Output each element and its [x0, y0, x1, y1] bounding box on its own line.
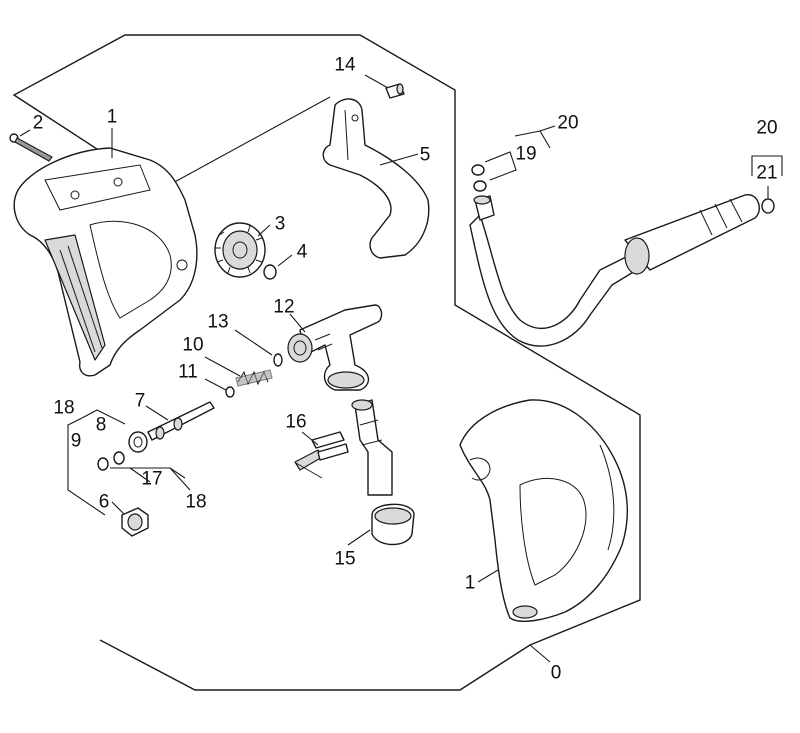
callout-12: 12 [273, 297, 294, 318]
callout-14: 14 [334, 55, 356, 76]
leader-4 [277, 254, 293, 267]
callout-5: 5 [420, 145, 431, 166]
part-19-o-ring-b [473, 180, 487, 192]
leader-13 [234, 329, 273, 356]
callout-18-right: 18 [185, 492, 206, 513]
leader-11 [204, 378, 227, 391]
part-12-valve-body [287, 304, 383, 391]
leader-10 [204, 356, 241, 377]
callout-20-right: 20 [756, 118, 777, 139]
leader-16 [301, 431, 319, 446]
part-14-pin [385, 83, 405, 99]
part-hose-assembly [469, 194, 760, 347]
callout-21: 21 [756, 163, 777, 184]
callout-1-right: 1 [465, 573, 476, 594]
part-1-handle-half [13, 147, 198, 377]
callout-18-left: 18 [53, 398, 74, 419]
part-9-o-ring-a [97, 457, 109, 471]
callout-8: 8 [96, 415, 107, 436]
part-7-valve-stem [147, 401, 215, 441]
callout-0: 0 [551, 663, 562, 684]
callout-7: 7 [135, 391, 146, 412]
callout-6: 6 [99, 492, 110, 513]
part-21-o-ring [761, 198, 775, 214]
part-4-o-ring [263, 264, 277, 280]
bracket-18-top [81, 409, 126, 425]
callout-4: 4 [297, 242, 308, 263]
callout-1-top: 1 [107, 107, 118, 128]
leader-20a [539, 125, 556, 132]
bracket-20-right [751, 155, 783, 176]
leader-2 [19, 129, 31, 137]
part-13-washer [273, 353, 283, 367]
bracket-19 [484, 151, 517, 181]
leader-17-to-rings [129, 467, 151, 483]
part-2-screw [9, 133, 53, 162]
callout-17: 17 [141, 469, 162, 490]
callout-2: 2 [33, 113, 44, 134]
part-3-gear [214, 222, 266, 278]
part-5-safety-lever [322, 98, 430, 259]
bracket-18-left [67, 417, 106, 516]
leader-12 [289, 313, 306, 333]
part-15-sleeve [351, 399, 415, 546]
part-10-spring [235, 369, 273, 387]
leader-15 [347, 529, 371, 546]
leader-14 [364, 74, 389, 89]
callout-19: 19 [515, 144, 536, 165]
callout-3: 3 [275, 214, 286, 235]
part-16-clip [294, 431, 349, 479]
callout-15: 15 [334, 549, 355, 570]
leader-0 [529, 644, 551, 663]
part-9-o-ring-b [113, 451, 125, 465]
leader-18b [169, 467, 191, 491]
callout-16: 16 [285, 412, 306, 433]
callout-10: 10 [182, 335, 203, 356]
assembly-boundary-frame [12, 34, 641, 691]
part-19-o-ring-a [471, 164, 485, 176]
leader-1b [477, 569, 499, 583]
part-8-ring [128, 431, 148, 453]
callout-13: 13 [207, 312, 228, 333]
leader-7 [145, 405, 169, 421]
callout-20-mid: 20 [557, 113, 578, 134]
leader-5 [379, 153, 419, 166]
leader-6 [111, 501, 125, 515]
callout-9: 9 [71, 431, 82, 452]
assembly-plane-line [159, 96, 331, 191]
part-1-handle-full [459, 399, 629, 622]
callout-11: 11 [178, 362, 198, 383]
part-11-ring [225, 386, 235, 398]
leader-3 [257, 224, 271, 237]
part-6-nut [121, 507, 149, 537]
